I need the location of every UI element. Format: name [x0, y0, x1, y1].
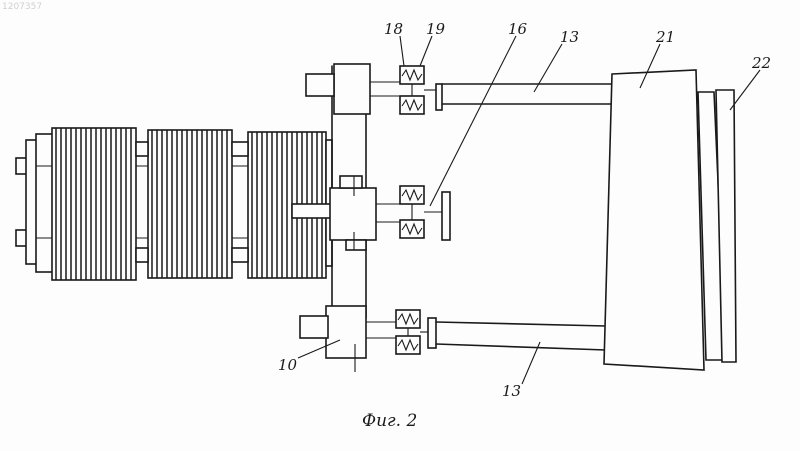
label-13-top: 13: [560, 28, 579, 46]
cylinder-block-2: [148, 130, 232, 278]
guide-rod-top: [442, 84, 612, 104]
cylinder-block-1: [52, 128, 136, 280]
label-16: 16: [508, 20, 528, 38]
label-21: 21: [655, 28, 675, 46]
label-18: 18: [384, 20, 403, 38]
plate-22: [698, 90, 736, 362]
document-number: 1207357: [2, 2, 42, 12]
label-13-bottom: 13: [502, 382, 521, 400]
label-10: 10: [278, 356, 298, 374]
figure-caption: Фиг. 2: [362, 411, 417, 431]
flange-bottom: [420, 318, 436, 348]
spring-box-top: [400, 66, 424, 114]
label-19: 19: [426, 20, 446, 38]
spring-box-middle: [400, 186, 424, 238]
guide-rod-bottom: [436, 322, 606, 350]
flange-middle: [424, 192, 450, 240]
label-22: 22: [751, 54, 771, 72]
housing-21: [604, 70, 704, 370]
spring-box-bottom: [396, 310, 420, 354]
flange-top: [424, 84, 442, 110]
